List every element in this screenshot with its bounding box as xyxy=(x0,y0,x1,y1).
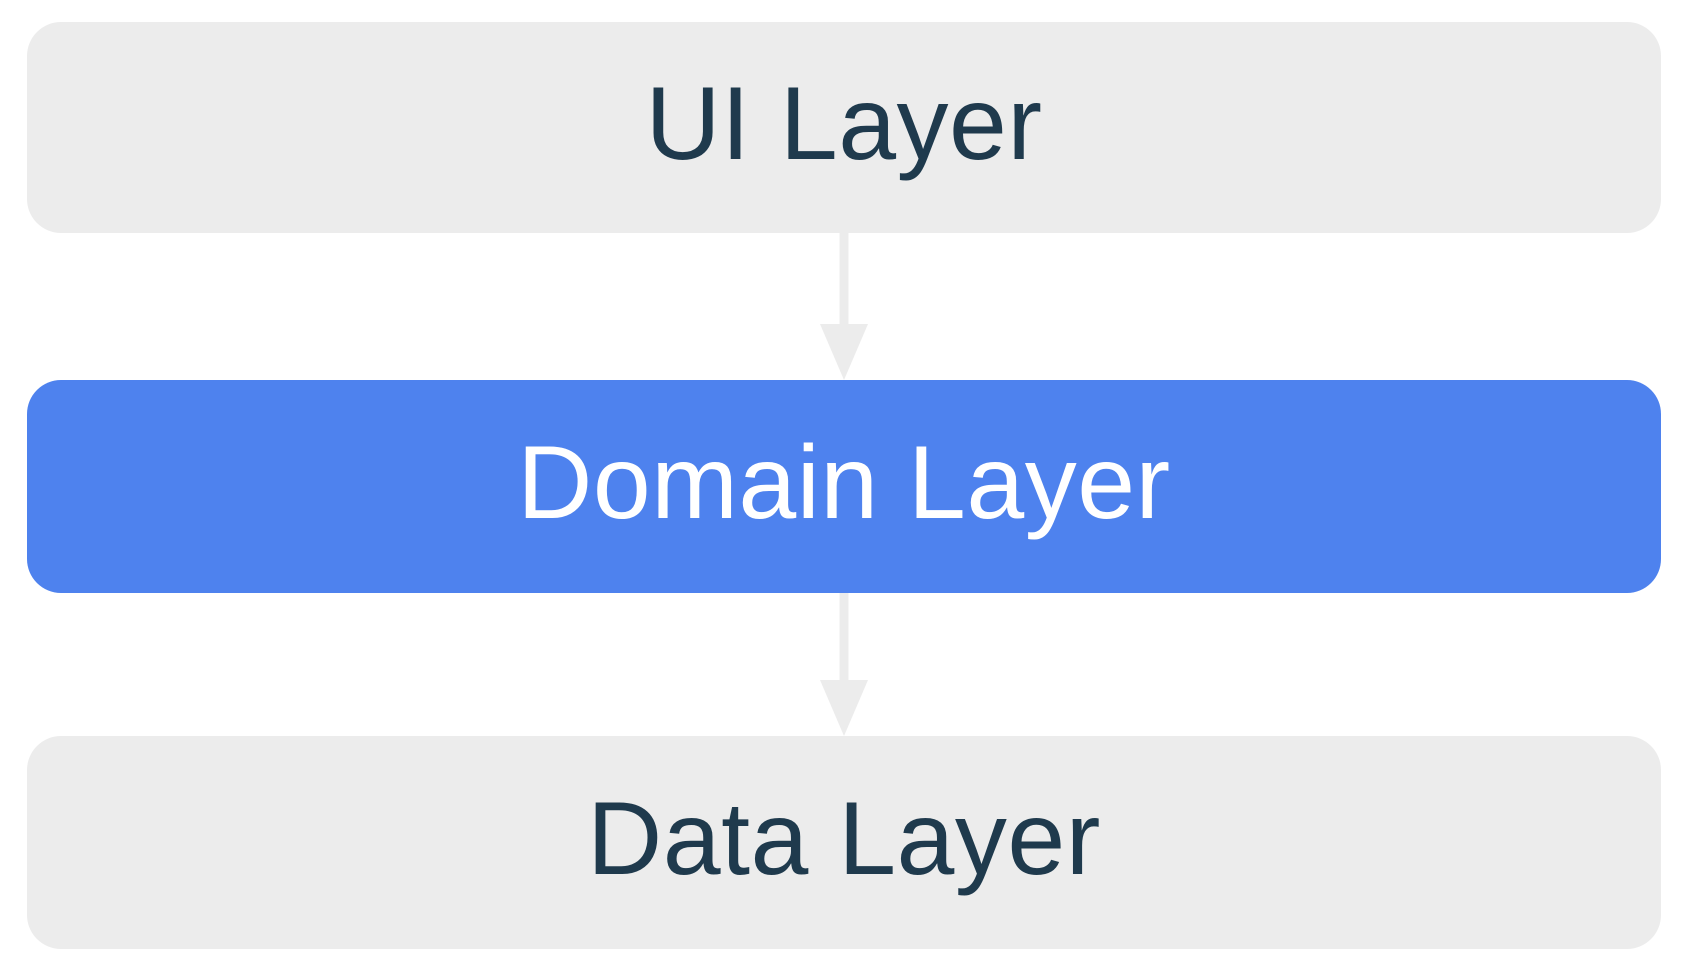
layer-label-data: Data Layer xyxy=(587,780,1101,897)
down-arrow-icon xyxy=(820,593,868,736)
layer-box-domain: Domain Layer xyxy=(27,380,1661,593)
down-arrow-icon xyxy=(820,233,868,380)
layer-label-ui: UI Layer xyxy=(645,65,1043,182)
layer-label-domain: Domain Layer xyxy=(517,424,1171,541)
layer-box-ui: UI Layer xyxy=(27,22,1661,233)
layer-box-data: Data Layer xyxy=(27,736,1661,949)
